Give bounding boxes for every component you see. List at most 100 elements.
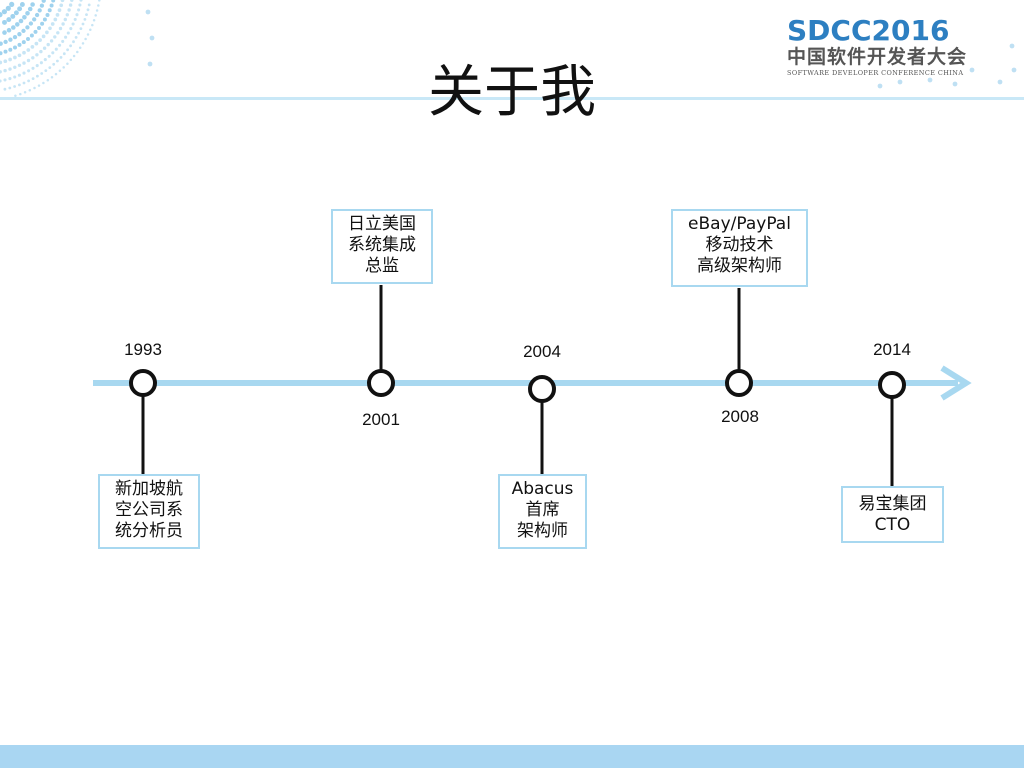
- decor-dot: [36, 74, 39, 78]
- decor-dot: [28, 89, 32, 92]
- decor-dot: [40, 72, 44, 75]
- decor-dot: [59, 56, 63, 59]
- decor-dot: [94, 14, 97, 17]
- decor-dot: [22, 81, 26, 85]
- decor-dot: [27, 79, 30, 83]
- decor-dot: [52, 62, 56, 66]
- decor-dot: [97, 4, 100, 7]
- decor-dot: [927, 77, 933, 83]
- decor-dot: [56, 59, 59, 63]
- decor-dot: [73, 17, 77, 21]
- conference-logo: SDCC2016 中国软件开发者大会 SOFTWARE DEVELOPER CO…: [787, 16, 997, 78]
- decor-dot: [33, 86, 36, 90]
- decor-dot: [76, 50, 79, 54]
- logo-main-text: SDCC: [787, 14, 872, 47]
- decor-dot: [81, 22, 85, 26]
- decor-dot: [77, 31, 80, 35]
- decor-dot: [149, 35, 155, 41]
- decor-dot: [53, 35, 57, 39]
- milestone-marker-1993: [129, 369, 157, 397]
- decor-dot: [21, 28, 26, 34]
- year-label-1993: 1993: [124, 340, 162, 359]
- decor-dot: [30, 45, 35, 49]
- decor-dot: [38, 38, 42, 42]
- decor-dot: [35, 53, 39, 57]
- decor-dot: [17, 53, 22, 58]
- year-label-2004: 2004: [523, 342, 561, 361]
- decor-dot: [18, 83, 21, 87]
- decor-dot: [51, 51, 55, 55]
- decor-dot: [26, 37, 30, 41]
- decor-dot: [37, 8, 42, 13]
- decor-dot: [75, 13, 79, 17]
- decor-dot: [14, 94, 17, 97]
- decor-dot: [58, 69, 62, 73]
- decor-dot: [19, 2, 25, 7]
- decor-dot: [19, 92, 22, 96]
- decor-dot: [61, 39, 65, 43]
- decor-dot: [39, 49, 43, 54]
- decor-dot: [43, 58, 47, 62]
- decor-dot: [6, 27, 12, 33]
- milestone-box-2014: 易宝集团 CTO: [841, 486, 944, 543]
- decor-dot: [2, 30, 7, 35]
- decor-dot: [25, 25, 30, 30]
- decor-dot: [34, 12, 40, 18]
- decor-dot: [39, 3, 45, 8]
- decor-dot: [51, 0, 56, 3]
- footer-bar: [0, 745, 1024, 768]
- decor-dot: [42, 46, 47, 50]
- decor-dot: [72, 40, 75, 44]
- milestone-marker-2004: [528, 375, 556, 403]
- decor-dot: [34, 41, 39, 46]
- decor-dot: [0, 70, 2, 74]
- decor-dot: [81, 42, 85, 45]
- decor-dot: [1009, 43, 1015, 49]
- decor-dot: [46, 42, 50, 47]
- milestone-box-1993: 新加坡航 空公司系 统分析员: [98, 474, 200, 549]
- decor-dot: [145, 9, 151, 15]
- year-label-2001: 2001: [362, 410, 400, 429]
- decor-dot: [37, 26, 41, 30]
- decor-dot: [11, 25, 16, 30]
- decor-dot: [27, 69, 31, 73]
- decor-dot: [26, 58, 31, 63]
- milestone-marker-2008: [725, 369, 753, 397]
- decor-dot: [8, 57, 12, 62]
- decor-dot: [87, 3, 91, 7]
- decor-dot: [59, 3, 64, 8]
- decor-dot: [8, 37, 13, 42]
- decor-dot: [45, 30, 49, 35]
- decor-dot: [17, 32, 22, 37]
- decor-dot: [57, 8, 62, 12]
- decor-dot: [71, 22, 75, 26]
- decor-dot: [0, 79, 2, 83]
- decor-dot: [49, 3, 54, 8]
- decor-dot: [66, 31, 70, 35]
- decor-dot: [9, 1, 15, 7]
- decor-dot: [74, 36, 78, 39]
- decor-dot: [69, 27, 73, 31]
- decor-dot: [0, 51, 3, 56]
- decor-dot: [70, 0, 74, 2]
- decor-dot: [41, 0, 46, 3]
- decor-dot: [48, 66, 52, 69]
- decor-dot: [30, 2, 35, 7]
- milestone-box-2004: Abacus 首席 架构师: [498, 474, 587, 549]
- decor-dot: [69, 58, 73, 62]
- decor-dot: [0, 60, 3, 65]
- decor-dot: [25, 11, 30, 16]
- decor-dot: [8, 47, 13, 52]
- decor-dot: [17, 73, 21, 77]
- decor-dot: [3, 49, 8, 54]
- decor-dot: [95, 9, 99, 12]
- decor-dot: [28, 21, 34, 26]
- decor-dot: [31, 66, 35, 70]
- decor-dot: [147, 61, 153, 67]
- milestone-box-2001: 日立美国 系统集成 总监: [331, 209, 433, 284]
- decor-dot: [47, 54, 51, 58]
- decor-dot: [48, 26, 52, 31]
- decor-dot: [22, 14, 27, 20]
